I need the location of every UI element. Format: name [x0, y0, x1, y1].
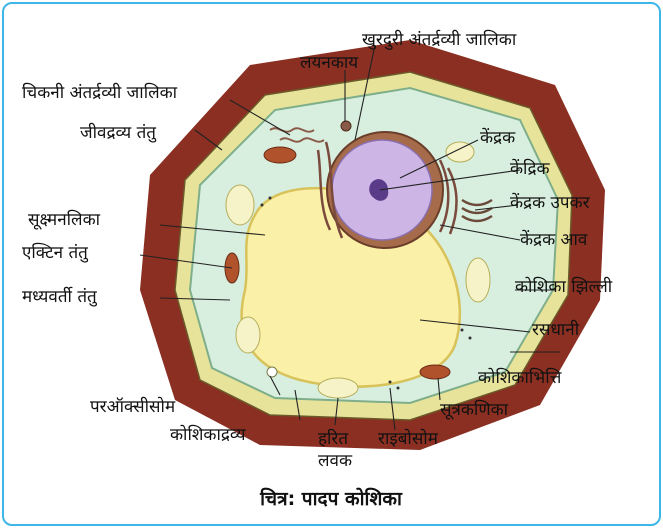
label-peroxisome: परऑक्सीसोम — [90, 396, 176, 417]
label-cell-wall: कोशिकाभित्ति — [478, 367, 562, 388]
peroxisome — [267, 367, 277, 377]
chloroplast — [446, 142, 474, 162]
label-intermediate-filament: मध्यवर्ती तंतु — [22, 286, 98, 307]
label-smooth-er: चिकनी अंतर्द्रव्यी जालिका — [22, 82, 178, 103]
label-actin-filament: एक्टिन तंतु — [22, 242, 89, 263]
label-cytoplasmic-strand: जीवद्रव्य तंतु — [80, 122, 157, 143]
label-nuclear-envelope: केंद्रक आव — [520, 229, 588, 250]
label-golgi: केंद्रक उपकर — [510, 192, 591, 213]
figure-caption: चित्र: पादप कोशिका — [259, 487, 403, 510]
label-mitochondrion: सूत्रकणिका — [440, 399, 509, 420]
label-vacuole: रसधानी — [532, 319, 580, 340]
mitochondrion — [264, 147, 296, 163]
label-chloroplast-1: हरित — [318, 428, 348, 449]
chloroplast — [318, 378, 358, 398]
chloroplast — [226, 185, 254, 225]
label-ribosome: राइबोसोम — [378, 428, 439, 449]
label-rough-er: खुरदुरी अंतर्द्रव्यी जालिका — [362, 29, 517, 50]
label-nucleolus: केंद्रिक — [510, 158, 550, 179]
chloroplast — [236, 317, 260, 353]
mitochondrion — [420, 365, 450, 379]
label-cytoplasm: कोशिकाद्रव्य — [170, 424, 246, 445]
label-cell-membrane: कोशिका झिल्ली — [515, 276, 613, 297]
label-chloroplast-2: लवक — [318, 451, 353, 471]
chloroplast — [466, 258, 490, 302]
label-microtubule: सूक्ष्मनलिका — [28, 209, 101, 230]
lysosome — [341, 121, 351, 131]
label-nucleus: केंद्रक — [480, 127, 516, 148]
label-lysosome: लयनकाय — [300, 53, 359, 73]
